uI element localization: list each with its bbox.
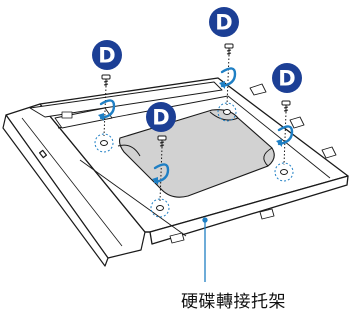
screw-icon — [157, 135, 167, 148]
tray-body — [29, 77, 349, 245]
screw-hole-top-right — [217, 102, 237, 122]
screw-holes — [94, 102, 294, 218]
callout-marker-top-right: D — [209, 7, 239, 37]
screw-icon — [101, 74, 111, 87]
callout-marker-icon — [209, 7, 239, 37]
screw-icon — [281, 100, 291, 113]
drive-bezel — [2, 103, 146, 267]
callout-marker-top-left: D — [92, 40, 122, 70]
callout-marker-label: D — [98, 44, 115, 68]
callout-marker-right: D — [272, 63, 302, 93]
callout-marker-center: D — [146, 102, 176, 132]
callout-marker-icon — [272, 63, 302, 93]
callout-marker-label: D — [152, 106, 169, 130]
screw-hole-top-left — [94, 133, 114, 153]
hdd-tray-caption: 硬碟轉接托架 — [181, 292, 286, 312]
callout-marker-label: D — [278, 67, 295, 91]
callout-marker-icon — [92, 40, 122, 70]
rotate-arrow-icon — [99, 99, 116, 120]
callout-marker-label: D — [215, 11, 232, 35]
screw-hole-right — [274, 162, 294, 182]
callout-marker-icon — [146, 102, 176, 132]
rotate-arrow-icon — [220, 67, 237, 88]
caption-leader — [202, 217, 208, 282]
screw-icon — [224, 43, 234, 56]
screw-hole-center — [150, 198, 170, 218]
rotate-arrow-icon — [277, 125, 294, 146]
rotate-arrow-icon — [153, 163, 170, 184]
